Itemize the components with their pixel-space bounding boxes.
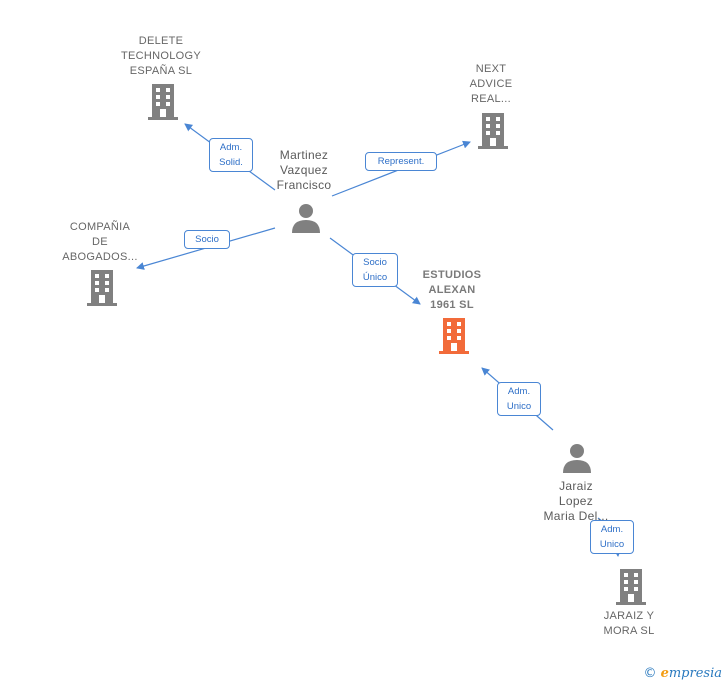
person-icon[interactable] <box>562 443 592 473</box>
empresia-logo: © empresia <box>643 666 722 681</box>
building-icon[interactable] <box>438 318 470 354</box>
person-icon[interactable] <box>291 203 321 233</box>
edge-label-adm-unico-2: Adm. Unico <box>590 520 634 554</box>
building-icon[interactable] <box>147 84 179 120</box>
brand-name: mpresia <box>668 666 722 681</box>
edge-label-socio-unico: Socio Único <box>352 253 398 287</box>
node-label-jaraiz-mora: JARAIZ Y MORA SL <box>603 610 655 637</box>
node-label-martinez: Martinez Vazquez Francisco <box>276 148 332 192</box>
node-label-compania: COMPAÑIA DE ABOGADOS... <box>62 221 138 263</box>
node-label-delete-technology: DELETE TECHNOLOGY ESPAÑA SL <box>120 35 201 77</box>
building-icon[interactable] <box>86 270 118 306</box>
building-icon[interactable] <box>477 113 509 149</box>
edge-label-represent: Represent. <box>365 152 437 171</box>
node-label-next-advice: NEXT ADVICE REAL... <box>469 63 513 105</box>
building-icon[interactable] <box>615 569 647 605</box>
edge-label-adm-solid: Adm. Solid. <box>209 138 253 172</box>
edge-label-socio: Socio <box>184 230 230 249</box>
brand-initial: e <box>660 666 669 681</box>
node-label-jaraiz-person: Jaraiz Lopez Maria Del... <box>543 479 609 523</box>
edge-label-adm-unico-1: Adm. Unico <box>497 382 541 416</box>
node-label-estudios: ESTUDIOS ALEXAN 1961 SL <box>422 269 482 311</box>
copyright-icon: © <box>643 666 657 681</box>
